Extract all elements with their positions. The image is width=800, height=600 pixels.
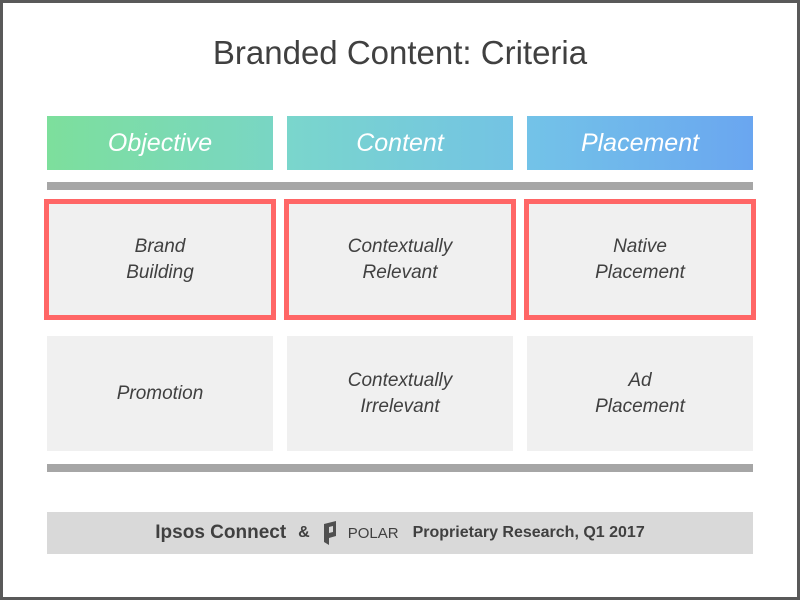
header-placement: Placement (527, 116, 753, 170)
ampersand: & (298, 524, 310, 541)
polar-logo-text: POLAR (347, 524, 399, 542)
header-content: Content (287, 116, 513, 170)
cell-contextually-irrelevant: Contextually Irrelevant (287, 336, 513, 451)
cell-brand-building: Brand Building (44, 199, 276, 320)
cell-contextually-relevant: Contextually Relevant (284, 199, 516, 320)
divider-top (47, 182, 753, 190)
slide-title: Branded Content: Criteria (212, 34, 588, 71)
header-objective: Objective (47, 116, 273, 170)
source-footer: Ipsos Connect & POLAR Proprietary Resear… (47, 512, 753, 554)
cell-ad-placement: Ad Placement (527, 336, 753, 451)
source-text: Proprietary Research, Q1 2017 (412, 524, 645, 541)
polar-logo-icon (322, 520, 340, 546)
ipsos-connect-logo: Ipsos Connect (155, 522, 287, 543)
cell-native-placement: Native Placement (524, 199, 756, 320)
divider-bottom (47, 464, 753, 472)
cell-promotion: Promotion (47, 336, 273, 451)
